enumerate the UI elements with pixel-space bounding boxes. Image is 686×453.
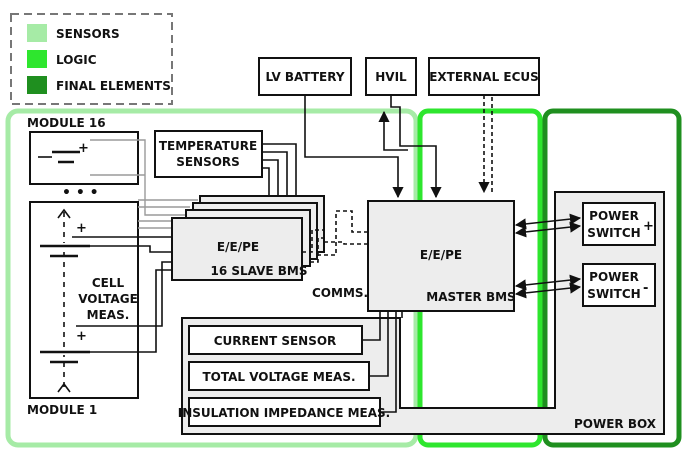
power-switch-positive-line-1: POWER bbox=[589, 209, 639, 223]
legend-label-sensors: SENSORS bbox=[56, 27, 120, 41]
module-16-label: MODULE 16 bbox=[27, 116, 106, 130]
switch-control-arrows bbox=[514, 213, 582, 299]
legend-swatch-final-elements bbox=[27, 76, 47, 94]
power-switch-negative-box bbox=[582, 263, 656, 307]
module-1-bottom-terminal-icon bbox=[57, 382, 71, 393]
slave-bms-box bbox=[171, 217, 303, 281]
power-switch-positive-box bbox=[582, 202, 656, 246]
hvil-label: HVIL bbox=[375, 70, 407, 84]
legend: SENSORS LOGIC FINAL ELEMENTS bbox=[10, 13, 173, 105]
module-16-cell-icon bbox=[38, 150, 80, 164]
comms-bus bbox=[302, 210, 368, 263]
power-switch-negative-line-2: SWITCH bbox=[587, 287, 640, 301]
legend-label-final-elements: FINAL ELEMENTS bbox=[56, 79, 171, 93]
module-1-bottom-cell-icon bbox=[40, 349, 90, 364]
current-sensor-label: CURRENT SENSOR bbox=[214, 334, 337, 348]
measurement-wires bbox=[362, 311, 403, 413]
power-switch-negative-sign: - bbox=[643, 281, 648, 296]
slave-bms-stack bbox=[171, 195, 325, 281]
module-16-plus-sign: + bbox=[78, 141, 89, 156]
legend-swatch-logic bbox=[27, 50, 47, 68]
comms-label: COMMS. bbox=[312, 286, 368, 300]
module-ellipsis: • • • bbox=[62, 185, 99, 201]
master-bms-line-1: E/E/PE bbox=[420, 248, 462, 262]
power-box-label: POWER BOX bbox=[574, 417, 657, 431]
module-1-top-plus-sign: + bbox=[76, 221, 87, 236]
master-bms-line-2: MASTER BMS bbox=[426, 290, 515, 304]
total-voltage-box bbox=[188, 361, 370, 391]
temperature-sensors-line-2: SENSORS bbox=[176, 155, 240, 169]
temperature-sensors-line-1: TEMPERATURE bbox=[159, 139, 257, 153]
external-ecus-box bbox=[428, 57, 540, 96]
power-switch-negative-line-1: POWER bbox=[589, 270, 639, 284]
power-switch-positive-line-2: SWITCH bbox=[587, 226, 640, 240]
master-bms-box bbox=[367, 200, 515, 312]
legend-swatch-sensors bbox=[27, 24, 47, 42]
slave-bms-line-1: E/E/PE bbox=[217, 240, 259, 254]
lv-battery-box bbox=[258, 57, 352, 96]
current-sensor-box bbox=[188, 325, 363, 355]
temperature-sensor-wires bbox=[262, 143, 297, 205]
module-1-top-terminal-icon bbox=[57, 208, 71, 219]
slave-bms-line-2: 16 SLAVE BMS bbox=[210, 264, 307, 278]
insulation-impedance-label: INSULATION IMPEDANCE MEAS. bbox=[178, 406, 390, 420]
module-1-bottom-plus-sign: + bbox=[76, 329, 87, 344]
lv-battery-label: LV BATTERY bbox=[265, 70, 344, 84]
module-1-harness bbox=[72, 236, 172, 353]
legend-label-logic: LOGIC bbox=[56, 53, 97, 67]
module-1-box bbox=[29, 201, 139, 399]
input-signal-lines bbox=[304, 95, 493, 199]
cell-voltage-line-1: CELL bbox=[92, 276, 125, 290]
total-voltage-label: TOTAL VOLTAGE MEAS. bbox=[202, 370, 355, 384]
cell-voltage-line-3: MEAS. bbox=[87, 308, 130, 322]
external-ecus-label: EXTERNAL ECUS bbox=[429, 70, 539, 84]
module-1-label: MODULE 1 bbox=[27, 403, 97, 417]
cell-voltage-line-2: VOLTAGE bbox=[78, 292, 138, 306]
power-switch-positive-sign: + bbox=[643, 219, 654, 234]
temperature-sensors-box bbox=[154, 130, 263, 178]
insulation-impedance-box bbox=[188, 397, 381, 427]
module-1-top-cell-icon bbox=[40, 243, 90, 258]
